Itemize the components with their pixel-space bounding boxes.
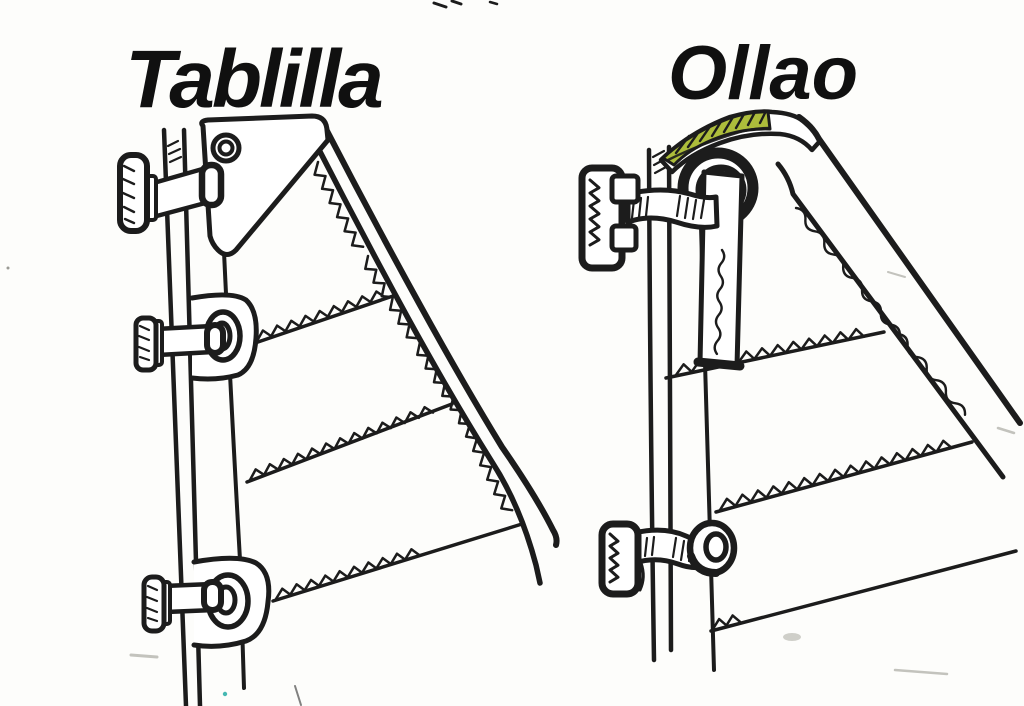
top-toggle-head — [117, 152, 150, 234]
headboard-grommet-outer — [210, 132, 242, 164]
panel-seam — [271, 522, 524, 603]
seam-stitching — [274, 548, 421, 601]
leech-inner-edge — [775, 161, 1006, 480]
cyan-speck — [222, 691, 228, 697]
speck — [6, 266, 10, 270]
panel-seam — [709, 549, 1018, 633]
mid-toggle-shaft-fill — [156, 326, 213, 355]
leech-stitching — [896, 332, 967, 416]
mast-hatching — [166, 139, 183, 164]
speck — [488, 0, 499, 6]
ollao-figure: Ollao — [578, 31, 1023, 676]
ollao-title: Ollao — [668, 31, 858, 116]
bottom-toggle-hatching — [145, 584, 159, 623]
pencil-smudge — [887, 271, 906, 278]
pencil-smudge — [129, 653, 159, 659]
speck — [432, 1, 448, 9]
mid-toggle-hatching — [137, 324, 151, 362]
pencil-smudge — [996, 426, 1016, 435]
top-toggle-tip — [198, 161, 225, 209]
top-lashing-hatching — [630, 194, 706, 221]
headboard-grommet-inner — [217, 139, 235, 157]
bottom-lashing-tail — [638, 561, 645, 592]
leech-inner-edge — [311, 137, 543, 586]
tablilla-title: Tablilla — [125, 34, 382, 125]
pencil-smudge — [893, 668, 949, 676]
leech-stitching — [464, 422, 514, 512]
pencil-smudge — [294, 685, 302, 706]
leech-stitching — [416, 340, 472, 426]
bottom-luff-tab — [191, 555, 272, 649]
bottom-grommet-shading — [687, 552, 720, 577]
top-toggle-hatching — [121, 164, 136, 225]
bottom-toggle-tip — [201, 579, 224, 613]
hanging-strap-end — [693, 357, 745, 371]
seam-stitching — [674, 327, 866, 377]
mid-toggle-tip — [204, 322, 226, 356]
leech-stitching — [794, 206, 902, 338]
scan-specks — [6, 0, 499, 270]
leech-stitching — [313, 160, 365, 249]
mast-front-edge — [646, 147, 657, 663]
top-toggle-hatching — [588, 178, 601, 247]
head-patch-shadow — [666, 126, 771, 162]
top-toggle-lug-lower — [609, 223, 639, 253]
bottom-toggle-hatching — [608, 532, 620, 584]
hanging-strap-stitch — [713, 248, 726, 356]
speck — [450, 0, 463, 6]
seam-stitching — [255, 290, 386, 343]
seam-stitching — [718, 439, 954, 512]
seam-stitching — [248, 405, 435, 482]
pencil-smudge — [783, 633, 801, 641]
seam-stitching — [711, 614, 742, 631]
panel-seam — [253, 294, 395, 345]
bottom-grommet-inner — [703, 531, 729, 563]
top-lashing — [625, 187, 720, 230]
leech-outer-edge — [796, 114, 1023, 426]
top-toggle-lug-upper — [609, 173, 641, 205]
bottom-toggle-head — [141, 574, 167, 634]
leech-outer-edge — [323, 126, 560, 548]
tablilla-figure: Tablilla — [117, 34, 560, 706]
mid-luff-tab — [189, 292, 259, 382]
bottom-toggle-head — [598, 520, 642, 598]
head-patch-hatching — [674, 109, 768, 155]
